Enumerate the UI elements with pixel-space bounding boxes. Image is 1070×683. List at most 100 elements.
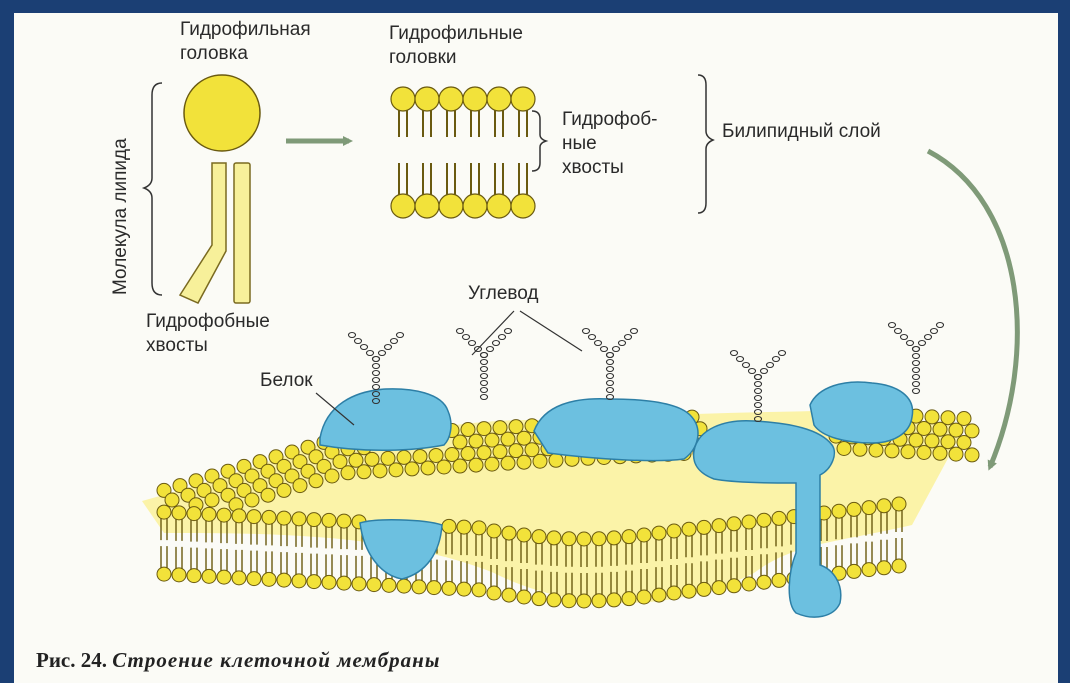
membrane-tail [431, 560, 437, 582]
bilayer-bottom-tail [495, 163, 503, 195]
bilayer-top-head [415, 87, 439, 111]
carbohydrate-unit [913, 382, 920, 387]
membrane-head [472, 521, 486, 535]
carbohydrate-unit [743, 363, 750, 368]
membrane-head [697, 582, 711, 596]
carbohydrate-unit [595, 341, 602, 346]
membrane-tail [341, 555, 347, 577]
membrane-head [277, 483, 291, 497]
membrane-head [772, 573, 786, 587]
carbohydrate-unit [779, 351, 786, 356]
membrane-head [592, 594, 606, 608]
carbohydrate-unit [499, 335, 506, 340]
membrane-head [157, 505, 171, 519]
membrane-head [157, 567, 171, 581]
membrane-head [917, 446, 931, 460]
carbohydrate-unit [925, 335, 932, 340]
membrane-head [847, 564, 861, 578]
membrane-head [277, 511, 291, 525]
membrane-head [502, 588, 516, 602]
bilayer-bottom-tail [423, 163, 431, 195]
lipid-molecule-label: Молекула липида [110, 138, 131, 295]
membrane-head [442, 519, 456, 533]
carbohydrate-unit [625, 335, 632, 340]
carbohydrate-unit [367, 351, 374, 356]
carbohydrate-unit [397, 333, 404, 338]
membrane-tail [266, 551, 272, 573]
membrane-head [262, 572, 276, 586]
carbohydrate-unit [463, 335, 470, 340]
membrane-head [292, 574, 306, 588]
figure-frame: Гидрофильная головка Гидрофильные головк… [14, 13, 1058, 683]
carbohydrate-unit [373, 385, 380, 390]
membrane-head [217, 508, 231, 522]
tails-brace [532, 111, 546, 171]
membrane-tail [206, 548, 212, 570]
membrane-head [622, 592, 636, 606]
membrane-diagram: Гидрофильная головка Гидрофильные головк… [14, 13, 1058, 683]
membrane-head [382, 578, 396, 592]
membrane-tail [236, 550, 242, 572]
carbohydrate-unit [931, 329, 938, 334]
carbohydrate-unit [737, 357, 744, 362]
membrane-head [485, 457, 499, 471]
membrane-head [577, 532, 591, 546]
membrane-head [202, 507, 216, 521]
bilayer-bottom-tail [399, 163, 407, 195]
protein-bottom-left [360, 520, 442, 579]
membrane-head [293, 479, 307, 493]
lipid-molecule [180, 75, 260, 303]
membrane-tail [356, 556, 362, 578]
membrane-head [187, 507, 201, 521]
bilayer-bottom-tail [519, 163, 527, 195]
carbohydrate-unit [481, 388, 488, 393]
carbohydrate-unit [373, 357, 380, 362]
membrane-tail [326, 554, 332, 576]
carbohydrate-unit [385, 345, 392, 350]
hydrophobic-tails-mid-label: Гидрофоб- ные хвосты [562, 109, 663, 178]
carbohydrate-unit [895, 329, 902, 334]
membrane-head [562, 594, 576, 608]
membrane-head [202, 569, 216, 583]
membrane-head [652, 588, 666, 602]
carbohydrate-unit [349, 333, 356, 338]
carbohydrate-unit [373, 378, 380, 383]
carbohydrate-unit [481, 395, 488, 400]
membrane-head [307, 513, 321, 527]
membrane-head [517, 528, 531, 542]
membrane-head [837, 442, 851, 456]
membrane-head [547, 593, 561, 607]
bilayer-bottom-head [439, 194, 463, 218]
membrane-head [549, 453, 563, 467]
carbohydrate-unit [755, 375, 762, 380]
membrane-head [901, 445, 915, 459]
carbohydrate-unit [481, 360, 488, 365]
membrane-head [373, 464, 387, 478]
membrane-head [165, 493, 179, 507]
membrane-tail [161, 546, 167, 568]
hydrophilic-head-label: Гидрофильная головка [180, 19, 316, 64]
membrane-head [453, 459, 467, 473]
bilayer-bottom-head [463, 194, 487, 218]
membrane-head [712, 519, 726, 533]
membrane-head [667, 524, 681, 538]
carbohydrate-unit [607, 381, 614, 386]
carbohydrate-unit [919, 341, 926, 346]
membrane-tail [176, 547, 182, 569]
membrane-head [232, 509, 246, 523]
carbohydrate-unit [379, 351, 386, 356]
carbohydrate-unit [607, 367, 614, 372]
carbohydrate-unit [391, 339, 398, 344]
carbohydrate-unit [607, 360, 614, 365]
carbohydrate-unit [901, 335, 908, 340]
membrane-tail [881, 540, 887, 562]
membrane-tail [311, 554, 317, 576]
membrane-head [682, 584, 696, 598]
membrane-head [682, 522, 696, 536]
membrane-head [772, 511, 786, 525]
carbohydrate-unit [731, 351, 738, 356]
carbohydrate-unit [907, 341, 914, 346]
membrane-head [547, 531, 561, 545]
membrane-head [357, 465, 371, 479]
membrane-tail [866, 542, 872, 564]
